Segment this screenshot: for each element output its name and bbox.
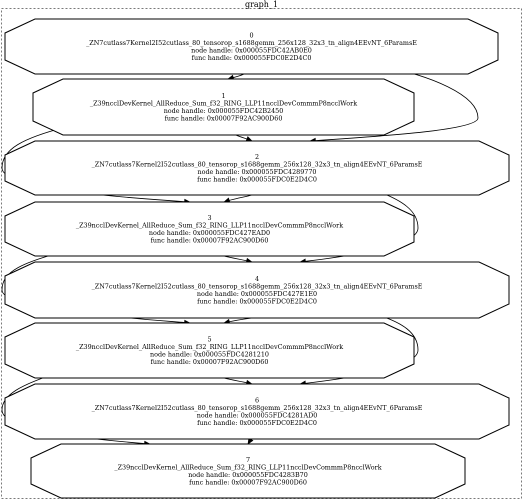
node-kernel-name: _ZN7cutlass7Kernel2I52cutlass_80_tensoro… <box>92 161 423 169</box>
graph-node-6: 6_ZN7cutlass7Kernel2I52cutlass_80_tensor… <box>4 383 510 440</box>
node-octagon <box>4 261 510 319</box>
node-octagon <box>4 383 510 440</box>
node-handle-label: node handle: 0x000055FDC427E1E0 <box>197 290 317 298</box>
node-handle-label: node handle: 0x000055FDC4289770 <box>198 168 317 176</box>
func-handle-label: func handle: 0x00007F92AC900D60 <box>151 358 269 366</box>
node-id-label: 2 <box>255 153 259 161</box>
node-id-label: 3 <box>207 214 211 222</box>
node-kernel-name: _Z39ncclDevKernel_AllReduce_Sum_f32_RING… <box>76 343 343 351</box>
graph-node-1: 1_Z39ncclDevKernel_AllReduce_Sum_f32_RIN… <box>32 78 415 136</box>
func-handle-label: func handle: 0x000055FDC0E2D4C0 <box>197 419 317 427</box>
node-handle-label: node handle: 0x000055FDC42B2450 <box>164 107 284 115</box>
node-handle-label: node handle: 0x000055FDC4283B70 <box>188 471 308 479</box>
node-kernel-name: _ZN7cutlass7Kernel2I52cutlass_80_tensoro… <box>92 283 423 291</box>
node-id-label: 0 <box>249 32 253 40</box>
edge-line <box>309 65 479 142</box>
node-octagon <box>4 322 415 379</box>
graph-edge-1-2 <box>235 134 253 142</box>
node-id-label: 6 <box>255 397 259 405</box>
node-kernel-name: _Z39ncclDevKernel_AllReduce_Sum_f32_RING… <box>76 222 343 230</box>
node-octagon <box>32 78 415 136</box>
node-id-label: 4 <box>255 275 259 283</box>
nodes-layer: 0_ZN7cutlass7Kernel2I52cutlass_80_tensor… <box>4 18 510 499</box>
graph-node-3: 3_Z39ncclDevKernel_AllReduce_Sum_f32_RIN… <box>4 201 415 257</box>
graph-node-2: 2_ZN7cutlass7Kernel2I52cutlass_80_tensor… <box>4 140 510 196</box>
node-octagon <box>4 201 415 257</box>
func-handle-label: func handle: 0x00007F92AC900D60 <box>165 114 283 122</box>
node-handle-label: node handle: 0x000055FDC4281AD0 <box>197 411 318 419</box>
graph-node-4: 4_ZN7cutlass7Kernel2I52cutlass_80_tensor… <box>4 261 510 319</box>
node-kernel-name: _Z39ncclDevKernel_AllReduce_Sum_f32_RING… <box>90 100 357 108</box>
node-id-label: 5 <box>207 336 211 344</box>
node-handle-label: node handle: 0x000055FDC42AB0E0 <box>191 46 312 54</box>
graph-edge-2-3 <box>223 194 253 203</box>
node-handle-label: node handle: 0x000055FDC427EAD0 <box>149 229 270 237</box>
node-octagon <box>4 140 510 196</box>
graph-title: graph_1 <box>245 0 278 9</box>
node-handle-label: node handle: 0x000055FDC4281210 <box>150 350 269 358</box>
graph-node-5: 5_Z39ncclDevKernel_AllReduce_Sum_f32_RIN… <box>4 322 415 379</box>
func-handle-label: func handle: 0x000055FDC0E2D4C0 <box>197 175 317 183</box>
func-handle-label: func handle: 0x00007F92AC900D60 <box>151 236 269 244</box>
func-handle-label: func handle: 0x00007F92AC900D60 <box>189 478 307 486</box>
node-kernel-name: _ZN7cutlass7Kernel2I52cutlass_80_tensoro… <box>92 404 423 412</box>
graph-node-7: 7_Z39ncclDevKernel_AllReduce_Sum_f32_RIN… <box>30 443 466 499</box>
node-octagon <box>30 443 466 499</box>
node-kernel-name: _Z39ncclDevKernel_AllReduce_Sum_f32_RING… <box>114 464 381 472</box>
node-octagon <box>4 18 499 75</box>
node-kernel-name: _ZN7cutlass7Kernel2I52cutlass_80_tensoro… <box>86 39 417 47</box>
func-handle-label: func handle: 0x000055FDC0E2D4C0 <box>192 54 312 62</box>
node-id-label: 1 <box>221 92 225 100</box>
func-handle-label: func handle: 0x000055FDC0E2D4C0 <box>197 297 317 305</box>
node-id-label: 7 <box>246 456 250 464</box>
edge-arrowhead <box>245 136 253 142</box>
graph-node-0: 0_ZN7cutlass7Kernel2I52cutlass_80_tensor… <box>4 18 499 75</box>
